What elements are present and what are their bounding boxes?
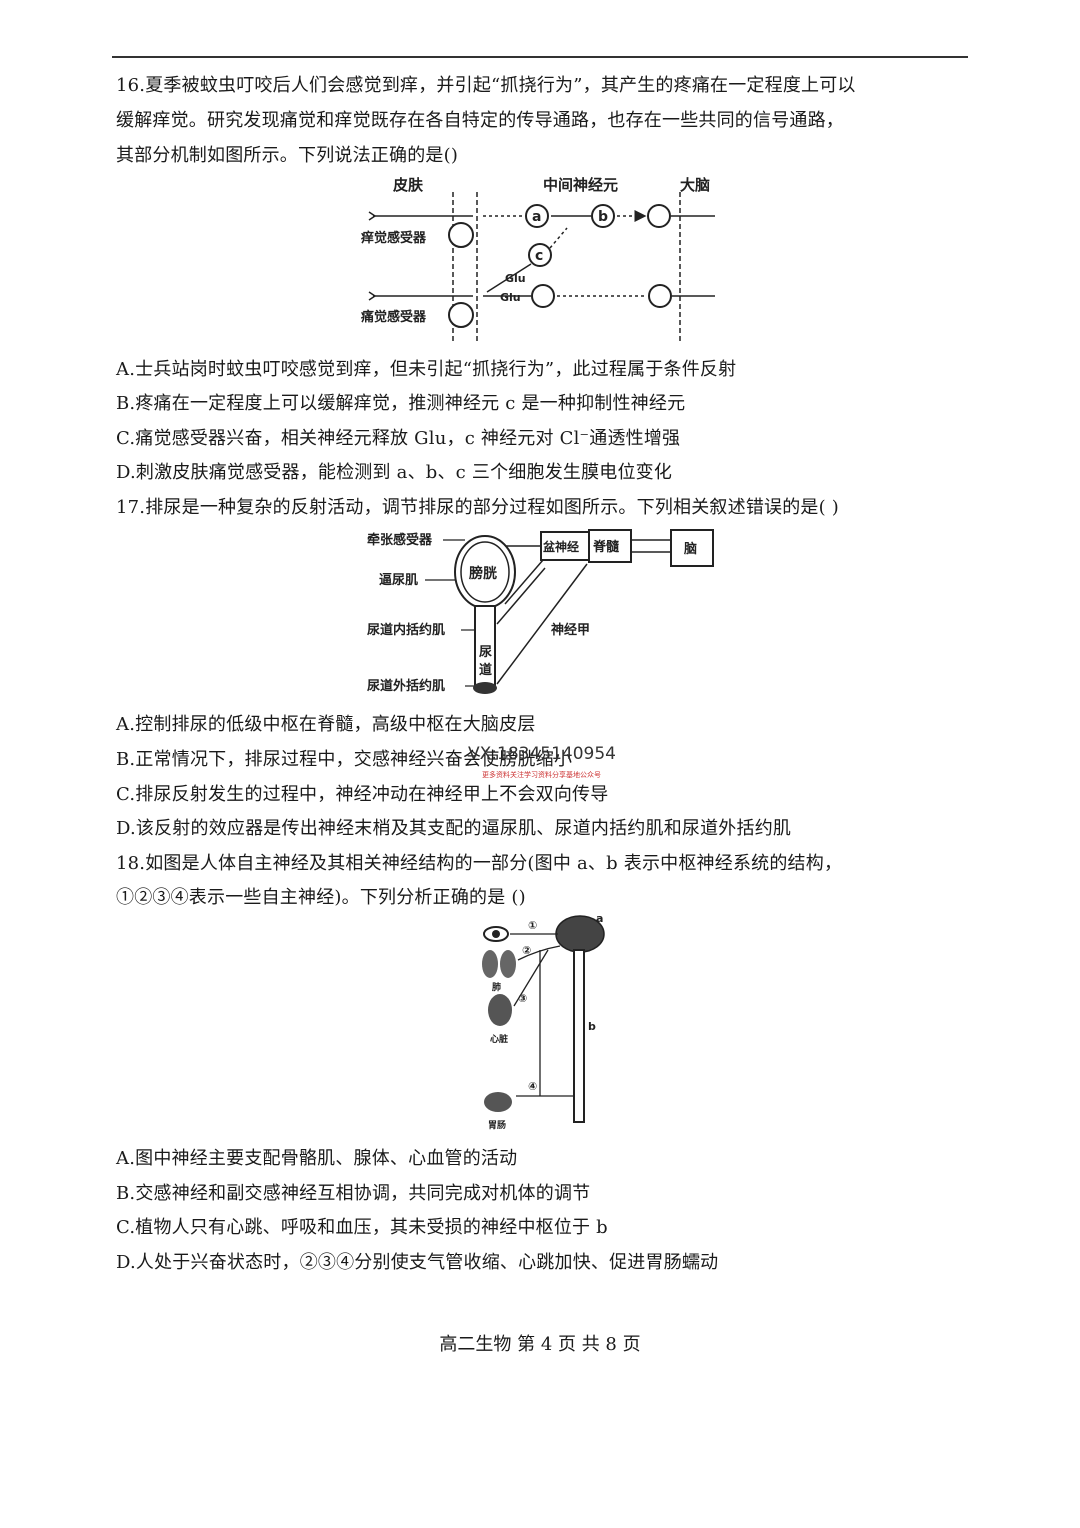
q18-label-gut: 胃肠: [488, 1120, 506, 1131]
q16-glu-lower: Glu: [500, 291, 521, 304]
watermark-note: 更多资料关注学习资料分享基地公众号: [482, 771, 601, 779]
q16-stem-line3: 其部分机制如图所示。下列说法正确的是(): [116, 145, 459, 166]
q17-option-d: D.该反射的效应器是传出神经末梢及其支配的逼尿肌、尿道内括约肌和尿道外括约肌: [116, 818, 792, 839]
q18-nerve-3: ③: [518, 992, 527, 1005]
q16-label-interneuron: 中间神经元: [543, 176, 618, 194]
q17-option-b: B.正常情况下，排尿过程中，交感神经兴奋会使膀胱缩小: [116, 749, 573, 770]
q18-stem-line1: 18.如图是人体自主神经及其相关神经结构的一部分(图中 a、b 表示中枢神经系统…: [116, 853, 843, 874]
q16-neuron-a: a: [532, 209, 541, 225]
q16-option-a: A.士兵站岗时蚊虫叮咬感觉到痒，但未引起“抓挠行为”，此过程属于条件反射: [116, 359, 737, 380]
q17-option-a: A.控制排尿的低级中枢在脊髓，高级中枢在大脑皮层: [116, 714, 536, 735]
q18-label-lung: 肺: [492, 981, 501, 993]
q16-label-pain-receptor: 痛觉感受器: [360, 309, 427, 325]
q18-option-b: B.交感神经和副交感神经互相协调，共同完成对机体的调节: [116, 1183, 591, 1204]
q16-glu-upper: Glu: [505, 272, 526, 285]
q18-option-c: C.植物人只有心跳、呼吸和血压，其未受损的神经中枢位于 b: [116, 1217, 608, 1238]
page-footer: 高二生物 第 4 页 共 8 页: [439, 1334, 641, 1355]
q16-option-c: C.痛觉感受器兴奋，相关神经元释放 Glu，c 神经元对 Cl⁻通透性增强: [116, 428, 681, 449]
q18-nerve-2: ②: [522, 944, 531, 957]
q18-autonomic-diagram: a b ① 肺 ② 心脏 ③ 胃肠 ④: [482, 912, 605, 1131]
q17-label-inner-sphincter: 尿道内括约肌: [367, 622, 445, 638]
q17-label-bladder: 膀胱: [468, 565, 497, 582]
q16-label-skin: 皮肤: [393, 176, 424, 194]
q16-option-b: B.疼痛在一定程度上可以缓解痒觉，推测神经元 c 是一种抑制性神经元: [116, 393, 686, 414]
q17-stem-line1: 17.排尿是一种复杂的反射活动，调节排尿的部分过程如图所示。下列相关叙述错误的是…: [116, 497, 839, 518]
q17-label-urethra-2: 道: [479, 662, 492, 678]
watermark-stamp: VX:18345140954 更多资料关注学习资料分享基地公众号: [462, 744, 620, 784]
q18-label-heart: 心脏: [490, 1033, 508, 1045]
q17-label-pelvic-nerve: 盆神经: [542, 539, 579, 554]
q17-urination-diagram: 牵张感受器 逼尿肌 尿道内括约肌 尿道外括约肌 膀胱 尿 道 神经甲 盆神经 脊…: [367, 529, 714, 694]
q18-stem-line2: ①②③④表示一些自主神经)。下列分析正确的是 (): [116, 887, 526, 908]
q18-nerve-4: ④: [528, 1080, 537, 1093]
q17-label-outer-sphincter: 尿道外括约肌: [367, 678, 445, 694]
top-rule: [112, 56, 968, 58]
q16-neuron-b: b: [598, 209, 608, 225]
q16-nerve-diagram: 皮肤 中间神经元 大脑 a b c Glu Glu 痒觉感受器 痛觉感受器: [360, 176, 715, 342]
q17-label-nerve-a: 神经甲: [551, 622, 590, 638]
q18-label-a: a: [596, 912, 603, 925]
q17-label-spinal-cord: 脊髓: [592, 539, 620, 555]
q17-label-brain: 脑: [684, 541, 697, 557]
q17-label-urethra-1: 尿: [479, 645, 492, 660]
q18-option-d: D.人处于兴奋状态时，②③④分别使支气管收缩、心跳加快、促进胃肠蠕动: [116, 1252, 719, 1273]
q18-label-b: b: [588, 1020, 596, 1033]
q17-option-c: C.排尿反射发生的过程中，神经冲动在神经甲上不会双向传导: [116, 784, 609, 805]
q16-neuron-c: c: [535, 248, 543, 264]
q16-label-brain: 大脑: [680, 176, 710, 194]
q16-stem-line2: 缓解痒觉。研究发现痛觉和痒觉既存在各自特定的传导通路，也存在一些共同的信号通路，: [116, 110, 844, 131]
q16-label-itch-receptor: 痒觉感受器: [361, 230, 427, 246]
q18-option-a: A.图中神经主要支配骨骼肌、腺体、心血管的活动: [116, 1148, 518, 1169]
q16-option-d: D.刺激皮肤痛觉感受器，能检测到 a、b、c 三个细胞发生膜电位变化: [116, 462, 673, 483]
q17-label-detrusor: 逼尿肌: [379, 573, 418, 588]
q18-nerve-1: ①: [528, 919, 537, 932]
q16-stem-line1: 16.夏季被蚊虫叮咬后人们会感觉到痒，并引起“抓挠行为”，其产生的疼痛在一定程度…: [116, 75, 856, 96]
watermark-contact: VX:18345140954: [468, 744, 616, 764]
q17-label-stretch-receptor: 牵张感受器: [367, 532, 433, 548]
